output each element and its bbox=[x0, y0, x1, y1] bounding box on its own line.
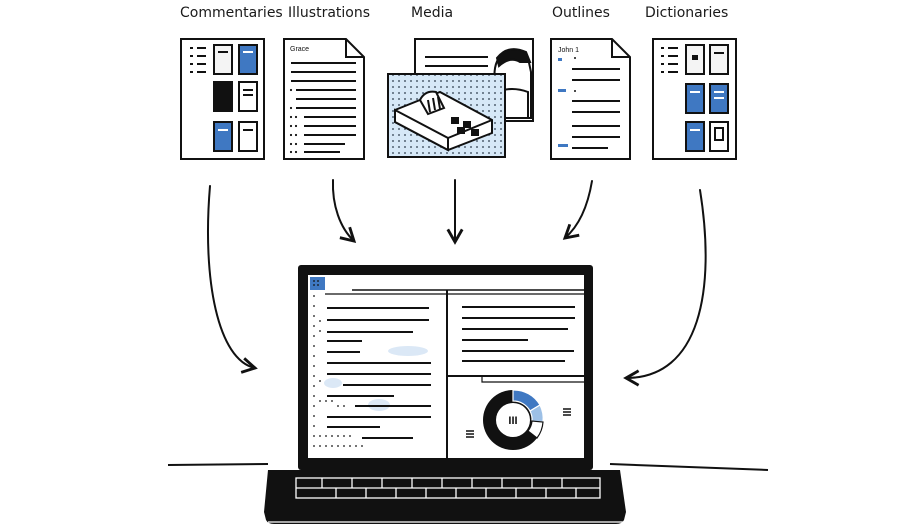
commentaries-document bbox=[180, 38, 265, 160]
chart-legend-right bbox=[563, 408, 571, 416]
illustrations-doc-title: Grace bbox=[290, 46, 309, 53]
donut-chart: III bbox=[483, 389, 544, 450]
dictionaries-document bbox=[652, 38, 737, 160]
media-document bbox=[387, 38, 534, 158]
label-illustrations: Illustrations bbox=[288, 5, 371, 21]
label-commentaries: Commentaries bbox=[180, 5, 283, 21]
laptop-screen: III bbox=[310, 277, 584, 458]
arrow-illustrations bbox=[331, 179, 357, 243]
laptop bbox=[264, 265, 626, 524]
arrow-outlines bbox=[562, 180, 593, 240]
chart-legend-left bbox=[466, 430, 474, 438]
outlines-document: John 1 bbox=[550, 38, 631, 160]
arrow-dictionaries bbox=[623, 189, 707, 387]
label-dictionaries: Dictionaries bbox=[645, 5, 729, 21]
label-media: Media bbox=[411, 5, 454, 21]
illustrations-document: Grace bbox=[283, 38, 365, 160]
donut-center-label: III bbox=[508, 415, 517, 427]
label-outlines: Outlines bbox=[552, 5, 610, 21]
outlines-doc-title: John 1 bbox=[558, 47, 579, 54]
arrow-commentaries bbox=[207, 185, 258, 374]
flow-arrows bbox=[207, 179, 707, 387]
desk-line bbox=[167, 463, 769, 471]
keyboard bbox=[295, 477, 601, 499]
